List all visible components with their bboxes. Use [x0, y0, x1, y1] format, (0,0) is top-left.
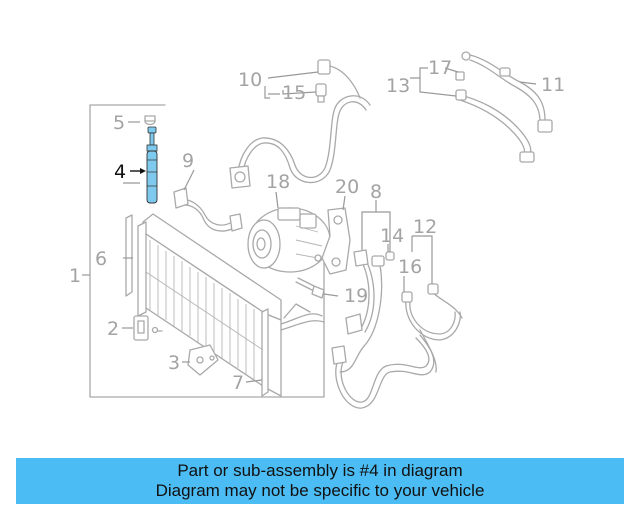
callout-15: 15 — [282, 82, 306, 104]
leader-lines — [82, 67, 537, 383]
callout-16: 16 — [398, 256, 422, 278]
bracket-part-20 — [321, 207, 351, 275]
callout-12: 12 — [413, 216, 437, 238]
hose-part-11 — [455, 51, 553, 163]
compressor-part-18 — [247, 207, 331, 273]
callout-10: 10 — [238, 69, 262, 91]
callout-19: 19 — [344, 285, 368, 307]
callout-5: 5 — [113, 112, 125, 134]
suction-pipe-upper — [237, 95, 371, 184]
condenser-core — [137, 213, 282, 397]
callout-8: 8 — [370, 181, 382, 203]
lower-pipe — [335, 334, 435, 409]
part-4-arrowhead — [140, 168, 146, 174]
side-seal-7 — [261, 308, 269, 397]
caption-line-1: Part or sub-assembly is #4 in diagram — [177, 461, 463, 480]
receiver-drier-part-4 — [146, 126, 158, 204]
liquid-line-part-8 — [339, 249, 395, 373]
callout-20: 20 — [335, 176, 359, 198]
callout-11: 11 — [541, 74, 565, 96]
callout-14: 14 — [380, 225, 404, 247]
callout-7: 7 — [232, 372, 244, 394]
line-part-12 — [401, 283, 463, 373]
assembly-bracket-box — [89, 104, 325, 398]
fitting-part-15 — [315, 59, 361, 103]
callout-6: 6 — [95, 248, 107, 270]
side-seal-6 — [125, 214, 133, 297]
bracket-part-2 — [133, 315, 163, 341]
callout-17: 17 — [428, 57, 452, 79]
condenser-outlet-pipe — [280, 313, 325, 331]
callout-13: 13 — [386, 75, 410, 97]
callout-3: 3 — [168, 352, 180, 374]
callout-9: 9 — [182, 150, 194, 172]
caption-line-2: Diagram may not be specific to your vehi… — [155, 481, 485, 500]
caption-banner: Part or sub-assembly is #4 in diagram Di… — [16, 458, 624, 504]
cap-part-5 — [144, 115, 156, 126]
callout-4: 4 — [114, 161, 126, 183]
callout-18: 18 — [266, 171, 290, 193]
callout-2: 2 — [107, 318, 119, 340]
callout-1: 1 — [69, 265, 81, 287]
bolt-part-19 — [295, 277, 325, 299]
